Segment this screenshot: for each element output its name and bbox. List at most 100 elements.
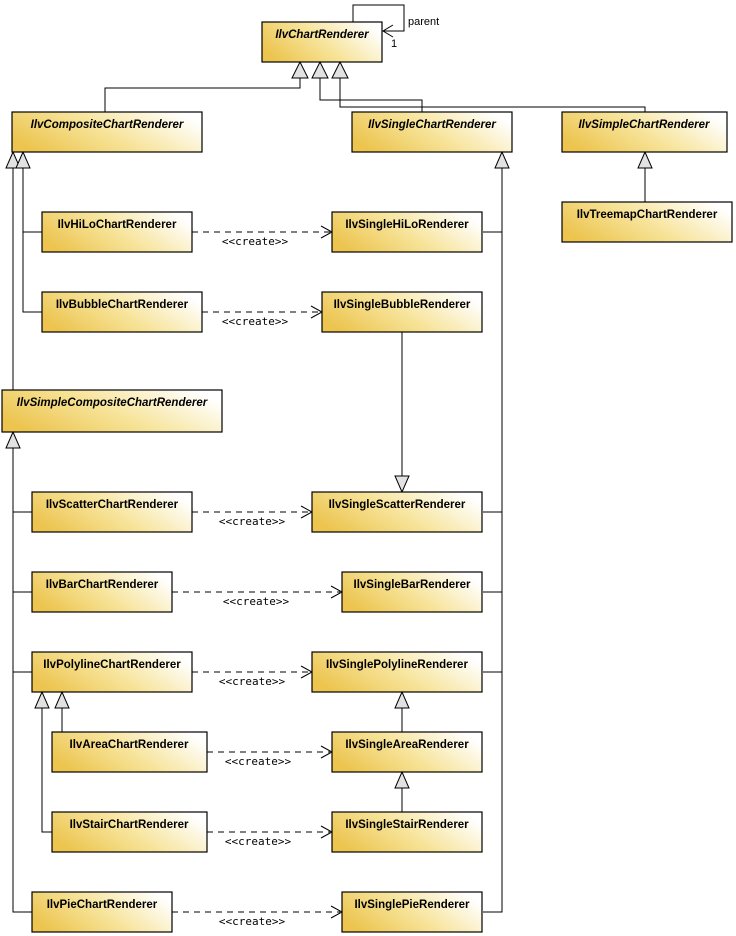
class-node-ilvsinglearearenderer[interactable]: IlvSingleAreaRenderer	[331, 731, 483, 773]
class-name-label: IlvChartRenderer	[275, 29, 369, 41]
create-stereotype-label: <<create>>	[225, 835, 292, 848]
class-name-label: IlvSingleAreaRenderer	[345, 739, 469, 751]
class-node-ilvsinglebarrenderer[interactable]: IlvSingleBarRenderer	[341, 571, 483, 613]
edge-parent-self-association: parent 1	[352, 4, 439, 50]
class-name-label: IlvSingleHiLoRenderer	[345, 219, 469, 231]
class-box[interactable]	[1, 389, 223, 433]
generalization-line	[104, 78, 301, 112]
inheritance-arrowhead	[5, 430, 21, 449]
edge-scatter-bar-polyline-pie-extend-simplecomposite	[5, 430, 32, 913]
class-box[interactable]	[261, 21, 383, 63]
class-node-ilvstairchartrenderer[interactable]: IlvStairChartRenderer	[51, 811, 208, 853]
class-name-label: IlvScatterChartRenderer	[46, 499, 179, 511]
create-stereotype-label: <<create>>	[219, 915, 286, 928]
class-box[interactable]	[341, 891, 483, 933]
class-node-ilvscatterchartrenderer[interactable]: IlvScatterChartRenderer	[31, 491, 193, 533]
generalization-line	[319, 78, 423, 112]
edge-singlearea-extends-singlepolyline	[394, 690, 410, 732]
class-box[interactable]	[331, 211, 483, 253]
class-box[interactable]	[311, 491, 483, 533]
edge-simplecomposite-extends-composite	[5, 150, 21, 390]
open-arrowhead	[382, 24, 394, 38]
inheritance-arrowhead	[291, 60, 309, 79]
class-box[interactable]	[351, 111, 513, 153]
class-node-ilvsinglestairrenderer[interactable]: IlvSingleStairRenderer	[331, 811, 483, 853]
create-stereotype-label: <<create>>	[219, 515, 286, 528]
class-node-ilvsinglepierenderer[interactable]: IlvSinglePieRenderer	[341, 891, 483, 933]
edge-simple-extends-chart	[331, 60, 646, 112]
edge-area-extends-polyline	[54, 690, 70, 732]
class-node-ilvsimplecompositechartrenderer[interactable]: IlvSimpleCompositeChartRenderer	[1, 389, 223, 433]
class-box[interactable]	[41, 211, 193, 253]
class-name-label: IlvCompositeChartRenderer	[31, 119, 184, 131]
class-box[interactable]	[51, 731, 208, 773]
class-node-ilvtreemapchartrenderer[interactable]: IlvTreemapChartRenderer	[561, 201, 733, 243]
class-box[interactable]	[31, 651, 193, 693]
class-node-ilvchartrenderer[interactable]: IlvChartRenderer	[261, 21, 383, 63]
class-name-label: IlvSinglePieRenderer	[354, 899, 470, 911]
generalization-line	[339, 78, 646, 112]
inheritance-arrowhead	[311, 60, 329, 79]
generalization-line	[22, 168, 42, 313]
inheritance-arrowhead	[394, 690, 410, 709]
class-box[interactable]	[321, 291, 483, 333]
inheritance-arrowhead	[15, 150, 31, 169]
class-box[interactable]	[561, 201, 733, 243]
class-node-ilvcompositechartrenderer[interactable]: IlvCompositeChartRenderer	[11, 111, 203, 153]
edge-scatter-creates-singlescatter: <<create>>	[192, 505, 314, 528]
create-stereotype-label: <<create>>	[223, 595, 290, 608]
class-name-label: IlvPolylineChartRenderer	[43, 659, 181, 671]
class-node-ilvpolylinechartrenderer[interactable]: IlvPolylineChartRenderer	[31, 651, 193, 693]
class-box[interactable]	[331, 811, 483, 853]
class-box[interactable]	[311, 651, 483, 693]
class-name-label: IlvSimpleChartRenderer	[578, 119, 710, 131]
edge-treemap-extends-simple	[637, 150, 653, 202]
inheritance-arrowhead	[5, 150, 21, 169]
edge-polyline-creates-singlepolyline: <<create>>	[192, 665, 314, 688]
class-name-label: IlvSingleScatterRenderer	[329, 499, 466, 511]
class-node-ilvsinglehilorenderer[interactable]: IlvSingleHiLoRenderer	[331, 211, 483, 253]
generalization-rail	[12, 448, 32, 913]
class-node-ilvbubblechartrenderer[interactable]: IlvBubbleChartRenderer	[41, 291, 203, 333]
class-node-ilvsinglechartrenderer[interactable]: IlvSingleChartRenderer	[351, 111, 513, 153]
edge-hilo-creates-singlehilo: <<create>>	[192, 225, 334, 248]
edge-singlestair-extends-singlearea	[394, 770, 410, 812]
generalization-line	[41, 708, 52, 833]
inheritance-arrowhead	[34, 690, 50, 709]
class-node-ilvsinglescatterrenderer[interactable]: IlvSingleScatterRenderer	[311, 491, 483, 533]
create-stereotype-label: <<create>>	[222, 235, 289, 248]
class-node-ilvhilochartrenderer[interactable]: IlvHiLoChartRenderer	[41, 211, 193, 253]
open-arrowhead	[330, 585, 344, 599]
class-box[interactable]	[31, 491, 193, 533]
class-name-label: IlvHiLoChartRenderer	[58, 219, 177, 231]
inheritance-arrowhead	[54, 690, 70, 709]
class-name-label: IlvTreemapChartRenderer	[577, 209, 718, 221]
edge-bar-creates-singlebar: <<create>>	[172, 585, 344, 608]
class-box[interactable]	[331, 731, 483, 773]
class-node-ilvsinglebubblerenderer[interactable]: IlvSingleBubbleRenderer	[321, 291, 483, 333]
class-box[interactable]	[341, 571, 483, 613]
class-box[interactable]	[11, 111, 203, 153]
class-name-label: IlvSingleBubbleRenderer	[334, 299, 471, 311]
create-stereotype-label: <<create>>	[219, 675, 286, 688]
class-box[interactable]	[31, 891, 173, 933]
class-box[interactable]	[31, 571, 173, 613]
class-name-label: IlvSingleBarRenderer	[354, 579, 471, 591]
class-name-label: IlvSingleStairRenderer	[345, 819, 469, 831]
association-multiplicity-label: 1	[391, 38, 397, 50]
create-stereotype-label: <<create>>	[225, 755, 292, 768]
class-node-ilvsimplechartrenderer[interactable]: IlvSimpleChartRenderer	[561, 111, 728, 153]
class-node-ilvareachartrenderer[interactable]: IlvAreaChartRenderer	[51, 731, 208, 773]
class-node-ilvpiechartrenderer[interactable]: IlvPieChartRenderer	[31, 891, 173, 933]
class-node-ilvbarchartrenderer[interactable]: IlvBarChartRenderer	[31, 571, 173, 613]
create-stereotype-label: <<create>>	[222, 315, 289, 328]
class-box[interactable]	[561, 111, 728, 153]
class-box[interactable]	[41, 291, 203, 333]
class-node-ilvsinglepolylinerenderer[interactable]: IlvSinglePolylineRenderer	[311, 651, 483, 693]
class-name-label: IlvStairChartRenderer	[70, 819, 189, 831]
class-name-label: IlvPieChartRenderer	[47, 899, 158, 911]
open-arrowhead	[330, 905, 344, 919]
class-box[interactable]	[51, 811, 208, 853]
